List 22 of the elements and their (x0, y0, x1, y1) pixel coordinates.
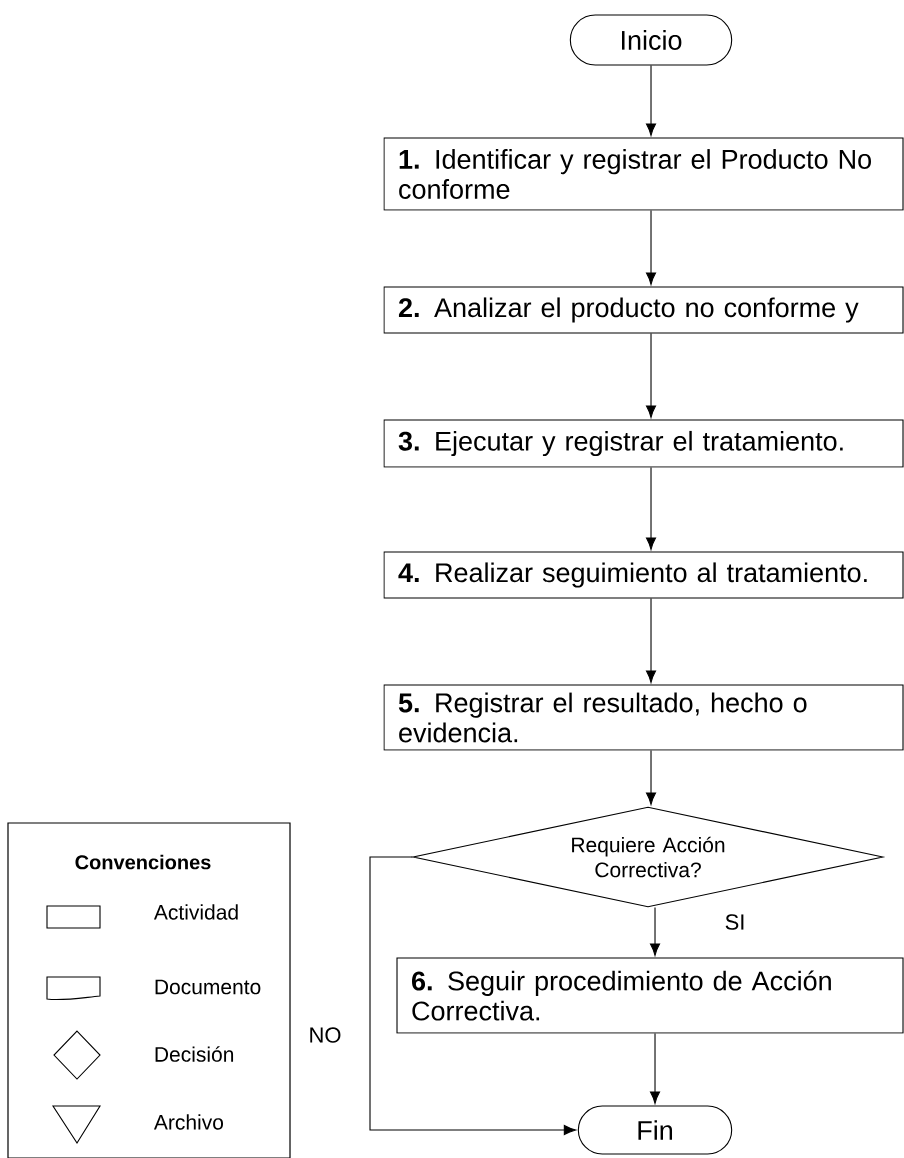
arrow (649, 907, 661, 956)
legend-label: Documento (155, 979, 261, 995)
arrow (369, 856, 577, 1136)
arrow (649, 1033, 661, 1104)
process-box: 2. Analizar el producto no conforme y (383, 286, 904, 334)
arrow (645, 598, 657, 683)
arrow (645, 210, 657, 285)
arrow (645, 467, 657, 550)
process-box: 3. Ejecutar y registrar el tratamiento. (383, 419, 904, 468)
legend-label: Archivo (153, 1114, 223, 1130)
edge-label: SI (725, 914, 744, 930)
arrow (645, 333, 657, 418)
process-box: 4. Realizar seguimiento al tratamiento. (383, 551, 904, 599)
arrow (645, 65, 657, 136)
process-box: 5. Registrar el resultado, hecho o evidencia. (383, 684, 904, 751)
process-box: 6. Seguir procedimiento de Acción Correctiva. (396, 957, 904, 1034)
edge-label: NO (310, 1027, 341, 1043)
legend-label: Decisión (155, 1046, 234, 1062)
legend-label: Actividad (153, 904, 238, 920)
arrow (645, 750, 657, 805)
legend-title: Convenciones (75, 854, 211, 870)
process-box: 1. Identificar y registrar el Producto No conforme (383, 137, 904, 211)
